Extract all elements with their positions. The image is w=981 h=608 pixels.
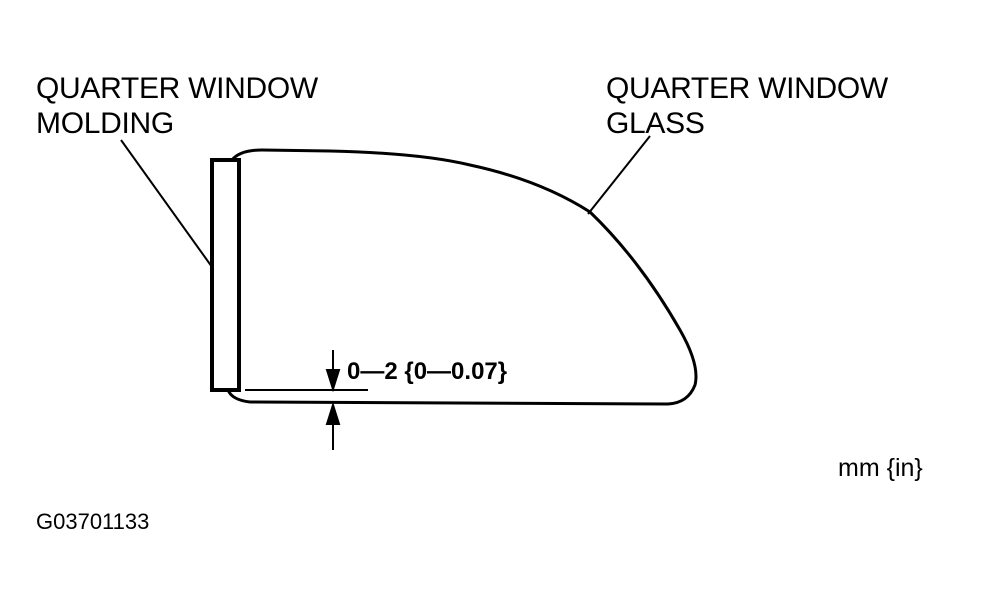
glass-label-line1: QUARTER WINDOW	[606, 72, 888, 105]
glass-leader-line	[587, 135, 651, 215]
dimension-arrows	[325, 350, 341, 450]
quarter-window-glass-outline	[226, 148, 698, 406]
quarter-window-molding	[210, 158, 241, 392]
molding-leader-line	[120, 139, 213, 268]
molding-label-line2: MOLDING	[36, 107, 174, 140]
molding-label: QUARTER WINDOW MOLDING	[36, 74, 318, 144]
molding-label-line1: QUARTER WINDOW	[36, 72, 318, 105]
glass-label-line2: GLASS	[606, 107, 705, 140]
units-label: mm {in}	[838, 454, 923, 482]
dimension-value: 0—2 {0—0.07}	[347, 358, 508, 385]
glass-label: QUARTER WINDOW GLASS	[606, 74, 888, 144]
figure-id: G03701133	[36, 509, 150, 534]
